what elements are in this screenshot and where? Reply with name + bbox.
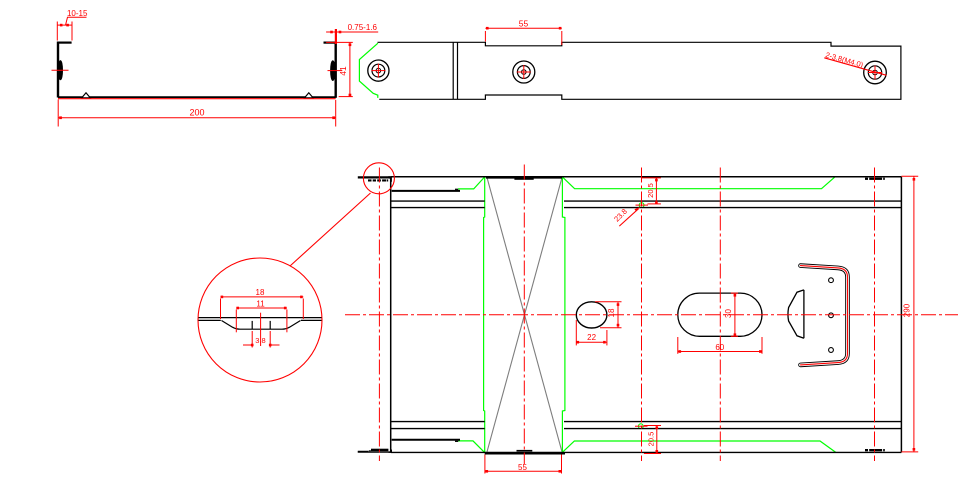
svg-text:20.5: 20.5 (646, 183, 655, 198)
svg-text:18: 18 (607, 308, 616, 317)
svg-text:20.5: 20.5 (646, 432, 655, 447)
svg-text:55: 55 (518, 463, 527, 472)
svg-text:0.75-1.6: 0.75-1.6 (348, 23, 378, 32)
svg-text:55: 55 (519, 19, 529, 29)
svg-text:11: 11 (256, 299, 265, 308)
svg-text:41: 41 (338, 66, 348, 76)
svg-text:10-15: 10-15 (67, 9, 88, 18)
svg-text:290: 290 (902, 303, 911, 317)
svg-text:3.8: 3.8 (255, 336, 265, 345)
svg-text:22: 22 (587, 333, 596, 342)
svg-text:60: 60 (715, 343, 724, 352)
svg-text:30: 30 (724, 309, 733, 318)
svg-text:200: 200 (189, 108, 204, 118)
svg-text:18: 18 (256, 288, 265, 297)
